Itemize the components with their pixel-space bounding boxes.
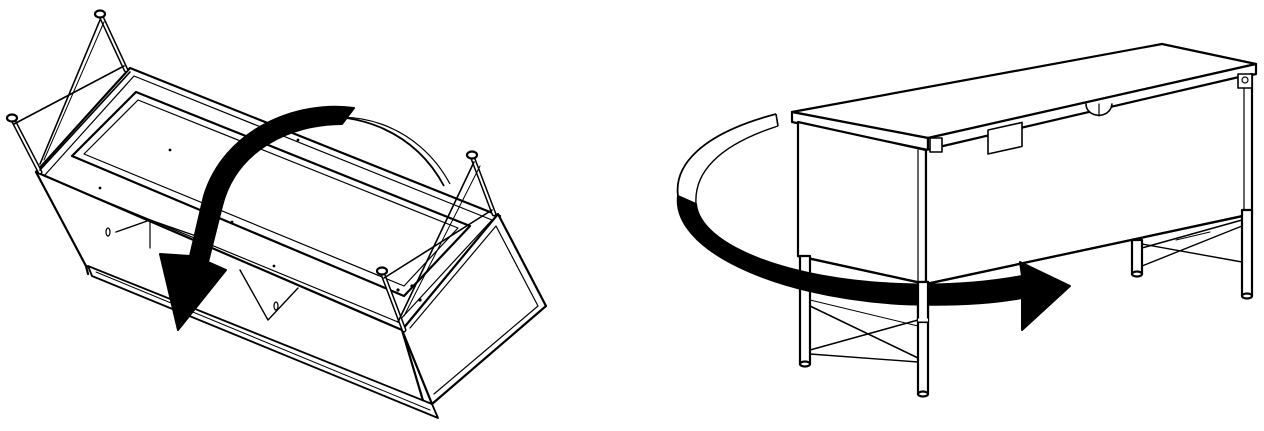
bench-upright — [792, 44, 1256, 397]
bench-top-panel — [36, 68, 500, 330]
bench-upside-down — [7, 11, 546, 419]
